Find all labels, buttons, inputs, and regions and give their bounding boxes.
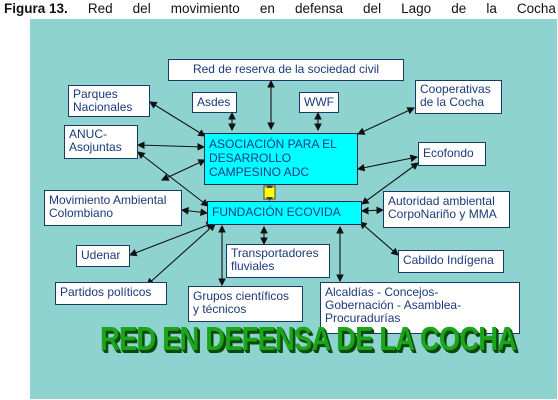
node-label: FUNDACIÓN ECOVIDA: [212, 205, 341, 219]
node-cooperativas: Cooperativas de la Cocha: [415, 80, 502, 114]
node-alcaldias: Alcaldías - Concejos- Gobernación - Asam…: [320, 282, 520, 334]
node-label: Grupos científicos: [193, 289, 290, 303]
node-label: Asojuntas: [69, 140, 122, 154]
node-label: Transportadores: [231, 246, 319, 260]
node-cabildo: Cabildo Indígena: [398, 250, 504, 273]
node-label: fluviales: [231, 259, 275, 273]
figure-caption: Figura 13. Red del movimiento en defensa…: [4, 1, 556, 19]
node-ecofondo: Ecofondo: [418, 142, 486, 166]
node-label: Nacionales: [73, 100, 133, 114]
caption-word: Red: [87, 1, 113, 16]
node-label: ANUC-: [69, 127, 107, 141]
arrow-parques: [149, 101, 206, 137]
node-label: Colombiano: [49, 206, 114, 220]
node-label: Asdes: [197, 95, 231, 109]
node-label: Cabildo Indígena: [403, 253, 494, 267]
node-label: Parques: [73, 87, 118, 101]
arrow-anuc: [136, 141, 206, 151]
arrow-cabildo: [359, 221, 399, 256]
node-transportadores: Transportadores fluviales: [226, 244, 330, 278]
node-label: ASOCIACIÓN PARA EL: [209, 137, 337, 151]
node-movimiento: Movimiento Ambiental Colombiano: [44, 190, 182, 226]
node-label: Ecofondo: [423, 146, 474, 160]
arrow-udenar: [128, 221, 215, 257]
banner-title: RED EN DEFENSA DE LA COCHA: [100, 320, 517, 357]
caption-word: del: [363, 1, 382, 16]
node-label: DESARROLLO: [209, 151, 292, 165]
node-label: Partidos políticos: [60, 285, 152, 299]
node-label: y técnicos: [193, 302, 247, 316]
node-autoridad: Autoridad ambiental CorpoNariño y MMA: [383, 191, 510, 228]
arrow-movimiento: [180, 206, 209, 217]
node-ecovida-core: FUNDACIÓN ECOVIDA: [207, 201, 362, 225]
arrow-movimiento-adc: [161, 159, 206, 181]
arrow-ecofondo-ecovida: [361, 162, 419, 205]
arrow-ecofondo: [356, 154, 419, 172]
arrow-autoridad: [360, 206, 385, 215]
node-label: Gobernación - Asamblea-: [325, 298, 462, 312]
node-label: WWF: [304, 95, 334, 109]
caption-label: Figura 13.: [4, 1, 68, 16]
node-label: Alcaldías - Concejos-: [325, 285, 439, 299]
node-asdes: Asdes: [192, 92, 237, 113]
node-wwf: WWF: [299, 92, 339, 113]
node-grupos: Grupos científicos y técnicos: [188, 286, 303, 322]
arrow-partidos: [146, 223, 216, 286]
core-link-arrow: [266, 184, 273, 201]
node-label: Procuradurías: [325, 311, 401, 325]
node-parques: Parques Nacionales: [68, 85, 150, 117]
node-anuc: ANUC- Asojuntas: [64, 125, 138, 159]
caption-word: movimiento: [170, 1, 240, 16]
caption-word: Cocha: [516, 1, 556, 16]
node-label: de la Cocha: [420, 95, 485, 109]
node-label: Autoridad ambiental: [388, 194, 495, 208]
node-udenar: Udenar: [76, 245, 130, 267]
node-red-reserva: Red de reserva de la sociedad civil: [168, 59, 404, 81]
caption-word: defensa: [294, 1, 343, 16]
node-label: CAMPESINO ADC: [209, 165, 310, 179]
node-label: Red de reserva de la sociedad civil: [192, 62, 380, 76]
node-label: Movimiento Ambiental: [49, 193, 167, 207]
arrow-cooperativas: [357, 107, 415, 135]
caption-word: de: [451, 1, 467, 16]
node-label: Cooperativas: [420, 82, 491, 96]
node-adc-core: ASOCIACIÓN PARA EL DESARROLLO CAMPESINO …: [204, 133, 358, 185]
node-label: Udenar: [81, 248, 121, 262]
node-partidos: Partidos políticos: [55, 282, 167, 305]
caption-word: en: [259, 1, 275, 16]
node-label: CorpoNariño y MMA: [388, 207, 497, 221]
caption-word: Lago: [401, 1, 432, 16]
caption-word: la: [486, 1, 497, 16]
caption-word: del: [132, 1, 151, 16]
